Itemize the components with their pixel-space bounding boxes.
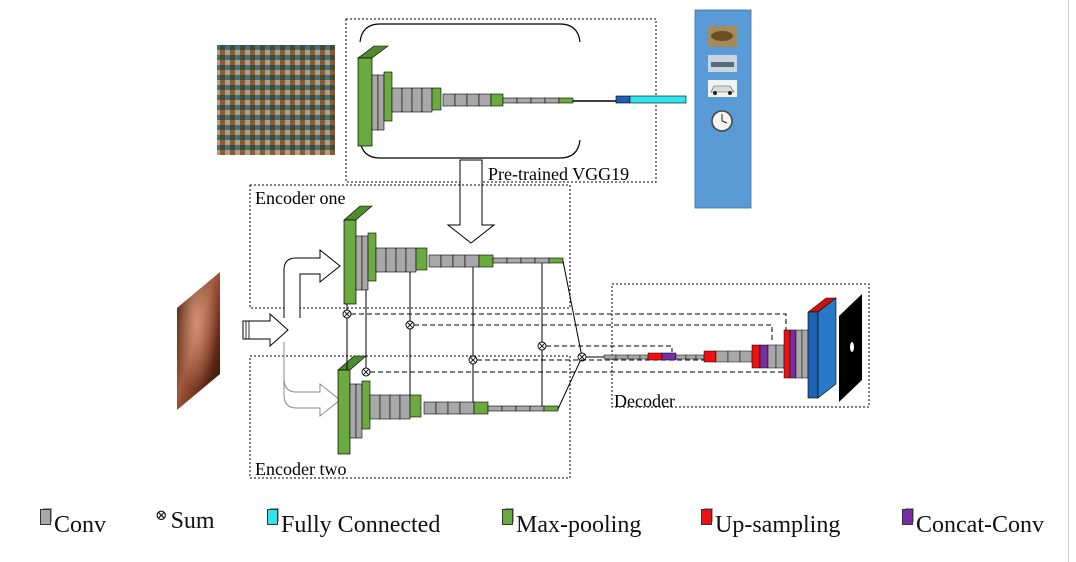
legend-fully-connected: Fully Connected: [267, 509, 440, 537]
input-arrow: [242, 312, 289, 348]
transfer-weights-arrow: [446, 159, 496, 244]
decoder-network: [586, 297, 837, 399]
conv-block-icon: [40, 509, 51, 525]
clock-image: [711, 110, 733, 132]
up-sampling-block-icon: [701, 509, 712, 525]
decoder-label: Decoder: [614, 391, 675, 411]
legend-concat-conv-label: Concat-Conv: [916, 512, 1044, 538]
encoder-one-box: [249, 184, 571, 309]
encoder-two-network: [337, 355, 559, 455]
encoder-one-label: Encoder one: [255, 188, 346, 208]
legend-max-pooling-label: Max-pooling: [516, 512, 642, 538]
encoder-one-network: [343, 205, 564, 305]
top-brace: [359, 23, 581, 43]
sum-node-5: [537, 341, 547, 351]
legend-sum-label: Sum: [170, 508, 215, 534]
skip-connections: [351, 313, 791, 376]
concat-conv-block-icon: [902, 509, 913, 525]
sum-node-6: [577, 352, 587, 362]
legend-conv-label: Conv: [54, 512, 107, 538]
legend-max-pooling: Max-pooling: [502, 509, 641, 537]
legend-fully-connected-label: Fully Connected: [281, 512, 441, 538]
sum-node-4: [468, 355, 478, 365]
legend-conv: Conv: [40, 509, 106, 537]
legend-up-sampling: Up-sampling: [701, 509, 840, 537]
sum-node-2: [361, 367, 371, 377]
max-pooling-block-icon: [502, 509, 513, 525]
sum-nodes: [342, 309, 587, 377]
pretrained-vgg19-box: [345, 18, 657, 183]
branch-arrow-up: [283, 248, 341, 318]
fully-connected-block-icon: [267, 509, 278, 525]
branch-arrow-down: [283, 342, 341, 418]
encoder-two-label: Encoder two: [255, 459, 347, 479]
vgg19-network: [357, 45, 687, 147]
imagenet-mosaic-image: [217, 45, 335, 155]
pretrained-vgg19-label: Pre-trained VGG19: [488, 164, 630, 184]
sum-circle-icon: ⊗: [155, 508, 168, 524]
fusion-lines: [346, 260, 583, 410]
legend-concat-conv: Concat-Conv: [902, 509, 1044, 537]
class-examples-panel: [694, 9, 752, 209]
page-edge-divider: [1068, 0, 1069, 562]
sum-node-1: [342, 309, 352, 319]
bottom-brace: [359, 139, 581, 159]
legend-up-sampling-label: Up-sampling: [715, 512, 841, 538]
legend-sum: ⊗ Sum: [155, 508, 215, 534]
sum-node-3: [405, 320, 415, 330]
decoder-box: [611, 283, 870, 408]
